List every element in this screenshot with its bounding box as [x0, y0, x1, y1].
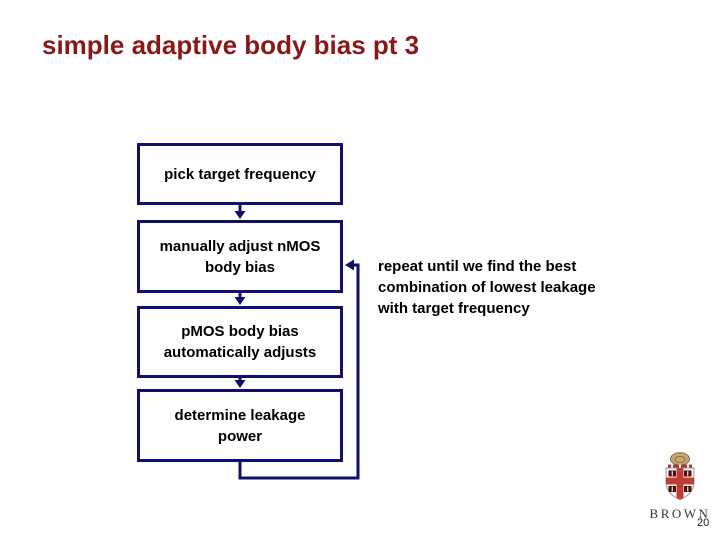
flow-box-label-line: determine leakage [174, 406, 306, 424]
feedback-loop-arrowhead [345, 259, 354, 271]
flow-box-label-line: body bias [204, 258, 275, 276]
feedback-annotation-line: with target frequency [378, 300, 530, 317]
flow-box-label-line: pMOS body bias [181, 323, 299, 340]
brown-logo: BROWN [643, 452, 717, 522]
feedback-annotation-line: repeat until we find the best [378, 258, 577, 275]
flow-box-pmos-auto-adjusts: pMOS body bias automatically adjusts [137, 306, 343, 378]
slide-title: simple adaptive body bias pt 3 [42, 30, 420, 60]
brown-logo-text: BROWN [649, 506, 711, 521]
crest-cross-horizontal [666, 477, 694, 485]
flow-box-pick-target-frequency: pick target frequency [137, 143, 343, 205]
flow-box-manually-adjust-nmos: manually adjust nMOS body bias [137, 220, 343, 293]
feedback-annotation: repeat until we find the best combinatio… [378, 256, 596, 319]
connector-arrowhead-2 [234, 297, 246, 305]
feedback-annotation-line: combination of lowest leakage [378, 279, 596, 296]
crest-sun [670, 452, 690, 466]
flow-box-determine-leakage-power: determine leakage power [137, 389, 343, 462]
brown-crest-icon [665, 452, 695, 501]
connector-arrowhead-1 [234, 211, 246, 219]
connector-arrowhead-3 [234, 380, 246, 388]
flow-box-label-line: power [217, 427, 263, 445]
flow-box-label-line: automatically adjusts [163, 344, 317, 361]
flow-box-label-line: manually adjust nMOS [159, 237, 321, 255]
flow-box-label-line: pick target frequency [164, 165, 316, 183]
page-number: 20 [697, 517, 710, 529]
